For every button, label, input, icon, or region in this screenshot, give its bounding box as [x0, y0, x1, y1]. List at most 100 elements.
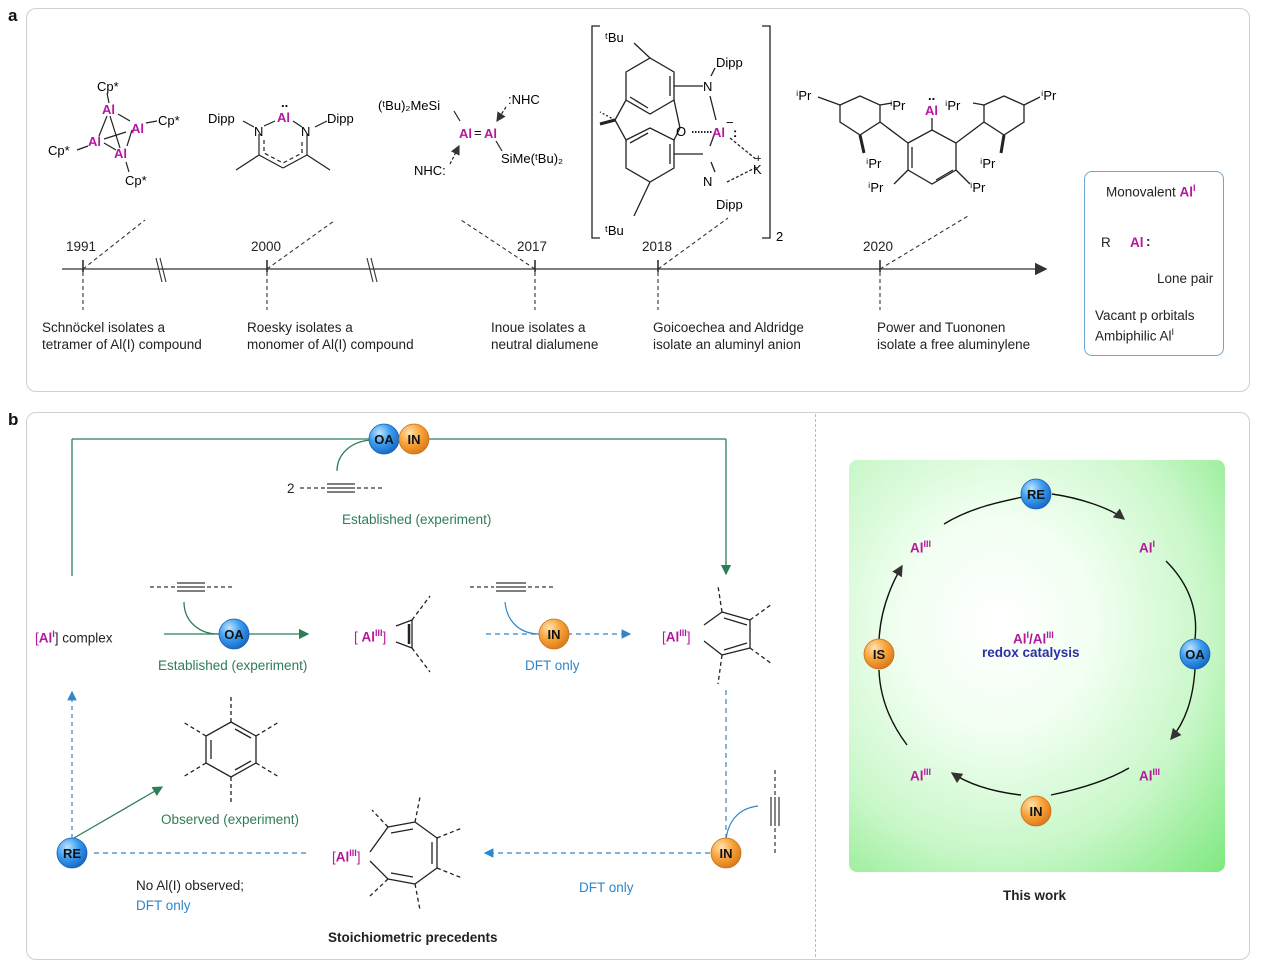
badge-re-left-label: RE [63, 846, 81, 861]
alumirene [395, 595, 431, 673]
redox-catalysis-label: redox catalysis [982, 645, 1080, 660]
n-label: N [254, 124, 263, 139]
reagent-coefficient: 2 [287, 481, 295, 496]
aluminepine [369, 796, 463, 911]
al-label: Al [925, 103, 938, 118]
al-label: Al [361, 629, 376, 645]
panel-a-label: a [8, 6, 18, 25]
cycle-al1-top-right: AlI [1139, 536, 1155, 557]
ipr-label: ⁱPr [866, 156, 882, 171]
oxidation-state: III [349, 848, 357, 858]
badge-is-cycle-circle [863, 638, 895, 670]
year-2020: 2020 [863, 239, 894, 254]
al-label: Al [131, 121, 144, 136]
timeline-ticks [82, 260, 881, 272]
aluminepine-al3-label: [AlIII] [332, 848, 361, 865]
alumirene-al3-label: [ AlIII] [354, 628, 387, 645]
al-label: Al [102, 102, 115, 117]
badge-is-cycle-label: IS [873, 647, 886, 662]
ipr-label: ⁱPr [796, 88, 812, 103]
established-mid-label: Established (experiment) [158, 658, 308, 673]
badge-oa-mid-circle [218, 618, 250, 650]
oxidation-state: I [1193, 183, 1196, 193]
dft-down-route [67, 690, 759, 858]
badge-re-cycle: RE [1020, 478, 1052, 510]
al-label: Al [1013, 631, 1027, 647]
event-line: isolate an aluminyl anion [653, 337, 801, 352]
al-label: Al [484, 126, 497, 141]
dipp-label: Dipp [327, 111, 354, 126]
event-line: Goicoechea and Aldridge [653, 320, 804, 335]
lone-pair-dots: : [1146, 234, 1151, 249]
badge-in-mid-label: IN [548, 627, 561, 642]
badge-in-bottom-circle [710, 837, 742, 869]
badge-re-left: RE [56, 837, 88, 869]
event-2000-description: Roesky isolates a monomer of Al(I) compo… [247, 319, 414, 353]
nhc-label: NHC: [414, 163, 446, 178]
alkyne-vertical [770, 770, 780, 853]
cp-label: Cp* [158, 113, 180, 128]
oxidation-state: III [923, 767, 932, 777]
badge-oa-mid: OA [218, 618, 250, 650]
event-1991-description: Schnöckel isolates a tetramer of Al(I) c… [42, 319, 202, 353]
structure-2017 [449, 106, 507, 165]
n-label: N [301, 124, 310, 139]
al-label: Al [910, 540, 924, 556]
top-route [71, 438, 732, 576]
oxidation-state: III [923, 539, 932, 549]
dft-only-left-label: DFT only [136, 898, 191, 913]
al-label: Al [665, 629, 680, 645]
stoichiometric-precedents-caption: Stoichiometric precedents [328, 930, 498, 945]
panel-a-frame [26, 8, 1250, 392]
observed-label: Observed (experiment) [161, 812, 300, 827]
year-2000: 2000 [251, 239, 282, 254]
no-al-observed-label: No Al(I) observed; [136, 878, 245, 893]
event-line: Power and Tuononen [877, 320, 1006, 335]
badge-in-cycle-circle [1020, 795, 1052, 827]
al-label: Al [1179, 184, 1194, 200]
ipr-label: ⁱPr [970, 180, 986, 195]
al-label: Al [459, 126, 472, 141]
this-work-caption: This work [1003, 888, 1067, 903]
monovalent-al-infobox [1084, 171, 1224, 356]
al-label: Al [277, 110, 290, 125]
timeline-leaders [82, 215, 969, 310]
al-label: Al [38, 630, 53, 646]
event-line: neutral dialumene [491, 337, 599, 352]
lone-pair: .. [281, 95, 288, 110]
aluminole [703, 585, 773, 685]
cycle-center-title: AlI/AlIII [1013, 627, 1054, 648]
ipr-label: ⁱPr [1041, 88, 1057, 103]
event-line: Roesky isolates a [247, 320, 353, 335]
n-label: N [703, 174, 712, 189]
ipr-label: ⁱPr [868, 180, 884, 195]
cycle-al3-bottom-right: AlIII [1139, 764, 1160, 785]
badge-is-cycle: IS [863, 638, 895, 670]
structure-2000 [235, 120, 331, 171]
event-line: monomer of Al(I) compound [247, 337, 414, 352]
k-label: K [753, 162, 762, 177]
ipr-label: ⁱPr [890, 98, 906, 113]
dipp-label: Dipp [716, 55, 743, 70]
badge-in-top: IN [398, 423, 430, 455]
dipp-label: Dipp [208, 111, 235, 126]
subscript-2: 2 [776, 229, 783, 244]
panel-b-label: b [8, 410, 19, 429]
al1-complex-label: [AlI] complex [35, 626, 113, 647]
lone-pair-label: Lone pair [1157, 271, 1214, 286]
charge-plus: + [755, 153, 761, 165]
structure-2018 [591, 25, 771, 239]
al-label: Al [114, 146, 127, 161]
silyl-group-right: SiMe(ᵗBu)₂ [501, 151, 563, 166]
al-label: Al [712, 125, 725, 140]
badge-in-top-circle [398, 423, 430, 455]
ambiphilic-text: Ambiphilic Al [1095, 328, 1172, 344]
alkyne-top [300, 483, 385, 493]
catalytic-cycle-arcs [878, 493, 1197, 796]
lone-pair: .. [928, 88, 935, 103]
timeline-breaks [155, 257, 378, 283]
re-to-benzene-arrow [73, 786, 164, 839]
structure-2020 [817, 95, 1041, 185]
nhc-label: :NHC [508, 92, 540, 107]
charge-minus: − [726, 115, 734, 130]
